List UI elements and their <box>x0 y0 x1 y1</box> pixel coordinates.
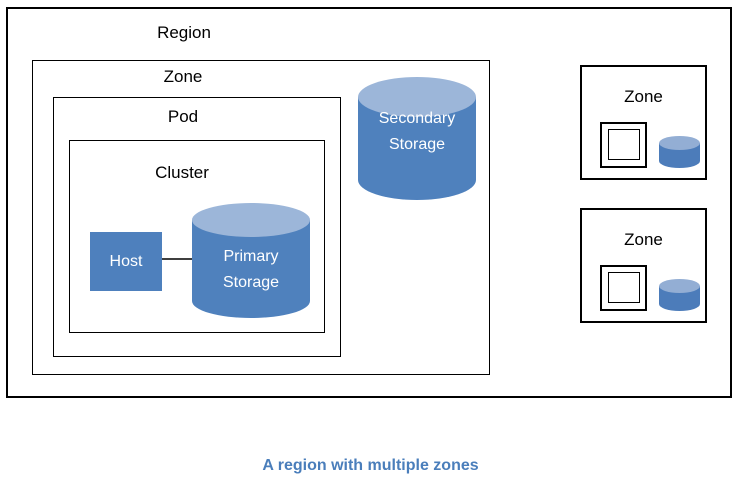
zone-label: Zone <box>624 230 663 249</box>
zone-box <box>32 60 490 375</box>
primary-storage-label: Primary Storage <box>222 248 280 291</box>
figure-caption: A region with multiple zones <box>262 457 479 474</box>
cylinder-icon <box>659 136 700 168</box>
storage-cylinder-small <box>659 136 700 173</box>
storage-cylinder-small <box>659 279 700 316</box>
secondary-storage-label: Secondary Storage <box>378 110 456 153</box>
host-storage-connector-line <box>162 258 192 260</box>
primary-storage-cylinder: Primary Storage <box>192 203 310 318</box>
cylinder-icon <box>659 279 700 311</box>
pod-square <box>600 265 647 311</box>
host-box: Host <box>90 232 162 291</box>
pod-square <box>600 122 647 168</box>
pod-box <box>53 97 341 357</box>
zone-box-right-bottom: Zone <box>580 208 707 323</box>
cluster-square <box>608 129 640 160</box>
zone-label: Zone <box>624 87 663 106</box>
zone-box-right-top: Zone <box>580 65 707 180</box>
zone-label: Zone <box>163 67 203 86</box>
cylinder-icon <box>192 203 310 318</box>
region-label: Region <box>157 23 211 42</box>
cluster-label: Cluster <box>155 163 209 182</box>
cylinder-icon <box>358 77 476 200</box>
region-box <box>6 7 732 398</box>
cluster-box <box>69 140 325 333</box>
cluster-square <box>608 272 640 303</box>
pod-label: Pod <box>167 107 199 126</box>
secondary-storage-cylinder: Secondary Storage <box>358 77 476 200</box>
host-label: Host <box>109 252 143 270</box>
